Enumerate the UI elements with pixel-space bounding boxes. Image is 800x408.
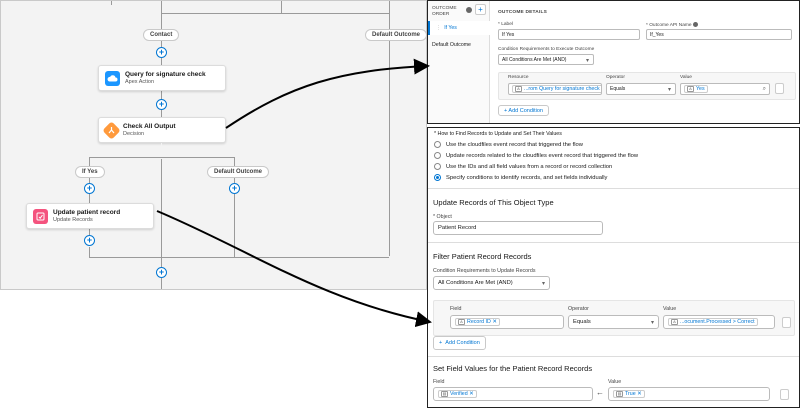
outcome-order-header: OUTCOME ORDER	[432, 6, 457, 17]
radio-option-specify-conditions[interactable]: Specify conditions to identify records, …	[434, 174, 607, 181]
outcome-details-header: OUTCOME DETAILS	[498, 10, 548, 15]
radio-option-triggering-record[interactable]: Use the cloudfiles event record that tri…	[434, 141, 583, 148]
branch-label-default-outcome: Default Outcome	[365, 29, 426, 41]
value-chip: ▤True ✕	[613, 390, 645, 398]
value-caption: Value	[663, 306, 677, 312]
outcome-item-default[interactable]: Default Outcome	[432, 42, 471, 48]
search-icon: ⌕	[762, 86, 766, 92]
node-subtitle: Decision	[123, 131, 145, 137]
radio-icon	[434, 174, 441, 181]
operator-caption: Operator	[606, 75, 625, 80]
label-field[interactable]: If Yes	[498, 29, 640, 40]
resource-field[interactable]: A...rom Query for signature check ✕	[508, 83, 602, 95]
connector-line	[281, 1, 282, 13]
condition-caption: Condition Requirements to Execute Outcom…	[498, 47, 595, 52]
add-condition-button[interactable]: +Add Condition	[433, 336, 486, 350]
decision-icon	[102, 120, 121, 140]
condition-requirements-select[interactable]: All Conditions Are Met (AND)	[498, 54, 594, 65]
value-chip: A...ocument.Processed > Correct	[668, 318, 758, 326]
node-title: Query for signature check	[125, 71, 206, 78]
connector-line	[161, 13, 389, 14]
branch-label-default-outcome: Default Outcome	[207, 166, 270, 178]
node-title: Update patient record	[53, 209, 121, 216]
connector-line	[389, 1, 390, 35]
trash-icon[interactable]	[780, 389, 789, 400]
assignment-arrow: ←	[596, 388, 604, 397]
connector-line	[161, 1, 162, 35]
radio-icon	[434, 152, 441, 159]
value-caption: Value	[680, 75, 692, 80]
set-value-caption: Value	[608, 379, 622, 385]
outcome-item-label: If Yes	[444, 25, 457, 31]
filter-operator-select[interactable]: Equals	[568, 315, 659, 329]
filter-section-title: Filter Patient Record Records	[433, 252, 532, 261]
branch-label-contact: Contact	[143, 29, 180, 41]
trash-icon[interactable]	[782, 317, 791, 328]
add-element-button[interactable]: +	[156, 267, 167, 278]
object-field[interactable]: Patient Record	[433, 221, 603, 235]
radio-icon	[434, 163, 441, 170]
section-divider	[428, 242, 799, 243]
add-element-button[interactable]: +	[229, 183, 240, 194]
radio-option-ids-and-fields[interactable]: Use the IDs and all field values from a …	[434, 163, 612, 170]
connector-line	[89, 157, 235, 158]
filter-requirements-select[interactable]: All Conditions Are Met (AND)	[433, 276, 550, 290]
set-field-caption: Field	[433, 379, 445, 385]
trash-icon[interactable]	[775, 83, 784, 94]
object-caption: * Object	[433, 214, 452, 220]
filter-value-field[interactable]: A...ocument.Processed > Correct	[663, 315, 775, 329]
node-update-patient-record[interactable]: Update patient record Update Records	[26, 203, 154, 229]
field-chip: ▤Verified ✕	[438, 390, 477, 398]
resource-caption: Resource	[508, 75, 529, 80]
add-outcome-button[interactable]: +	[475, 4, 486, 15]
set-value-input[interactable]: ▤True ✕	[608, 387, 770, 401]
resource-chip: A...rom Query for signature check ✕	[512, 85, 601, 93]
connector-line	[89, 247, 90, 257]
connector-line	[161, 41, 162, 289]
outcome-order-sidebar: OUTCOME ORDER + ⋮If Yes Default Outcome	[428, 1, 490, 123]
api-name-field[interactable]: If_Yes	[646, 29, 792, 40]
update-record-icon	[33, 208, 48, 224]
operator-caption: Operator	[568, 306, 589, 312]
api-name-caption: * Outcome API Name	[646, 22, 698, 28]
filter-caption: Condition Requirements to Update Records	[433, 268, 536, 274]
connector-line	[389, 41, 390, 256]
node-check-all-output[interactable]: Check All Output Decision	[98, 117, 226, 143]
add-condition-button[interactable]: + Add Condition	[498, 105, 549, 116]
operator-select[interactable]: Equals	[606, 83, 676, 95]
section-divider	[428, 188, 799, 189]
connector-line	[161, 257, 389, 258]
add-element-button[interactable]: +	[156, 99, 167, 110]
flow-canvas[interactable]: Contact Default Outcome + Query for sign…	[0, 0, 427, 290]
branch-label-if-yes: If Yes	[75, 166, 105, 178]
node-subtitle: Apex Action	[125, 79, 155, 85]
set-field-input[interactable]: ▤Verified ✕	[433, 387, 593, 401]
field-caption: Field	[450, 306, 462, 312]
connector-line	[89, 157, 90, 242]
node-title: Check All Output	[123, 123, 176, 130]
how-to-find-title: * How to Find Records to Update and Set …	[434, 131, 562, 137]
cloud-icon	[105, 70, 120, 86]
add-element-button[interactable]: +	[84, 183, 95, 194]
outcome-details-panel: OUTCOME ORDER + ⋮If Yes Default Outcome …	[427, 0, 800, 124]
radio-option-related-records[interactable]: Update records related to the cloudfiles…	[434, 152, 638, 159]
label-caption: * Label	[498, 22, 513, 27]
connector-line	[234, 157, 235, 257]
section-divider	[428, 356, 799, 357]
radio-icon	[434, 141, 441, 148]
set-values-section-title: Set Field Values for the Patient Record …	[433, 364, 593, 373]
outcome-item-if-yes[interactable]: ⋮If Yes	[428, 21, 490, 35]
object-section-title: Update Records of This Object Type	[433, 198, 554, 207]
add-element-button[interactable]: +	[156, 47, 167, 58]
node-query-signature-check[interactable]: Query for signature check Apex Action	[98, 65, 226, 91]
node-subtitle: Update Records	[53, 217, 93, 223]
help-icon	[692, 22, 698, 27]
update-records-panel: * How to Find Records to Update and Set …	[427, 127, 800, 408]
help-icon	[466, 7, 472, 13]
add-element-button[interactable]: +	[84, 235, 95, 246]
